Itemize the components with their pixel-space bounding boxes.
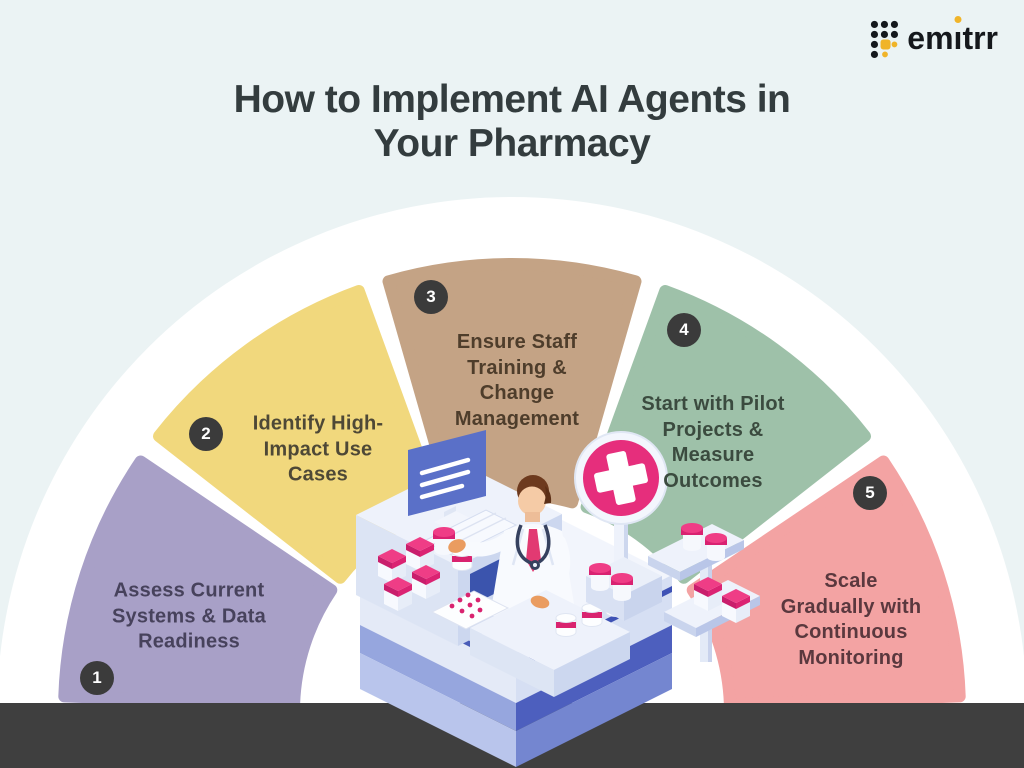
brand-wordmark: emıtrr bbox=[907, 22, 998, 54]
step-wedges bbox=[58, 258, 966, 711]
step-badge-5: 5 bbox=[853, 476, 887, 510]
pharmacist-hand bbox=[530, 595, 550, 609]
shelf-unit bbox=[648, 523, 760, 662]
step-badge-3: 3 bbox=[414, 280, 448, 314]
step-label-3: Ensure Staff Training & Change Managemen… bbox=[454, 330, 580, 430]
emitrr-logo-icon bbox=[871, 20, 899, 58]
step-badge-4: 4 bbox=[667, 313, 701, 347]
step-label-2: Identify High- Impact Use Cases bbox=[252, 412, 384, 486]
computer-monitor bbox=[408, 430, 486, 531]
wedge-step-1 bbox=[58, 455, 338, 711]
step-label-5: Scale Gradually with Continuous Monitori… bbox=[780, 569, 922, 669]
brand-logo: emıtrr bbox=[870, 20, 998, 60]
pill-blister-pack bbox=[430, 590, 510, 630]
pharmacy-sign bbox=[574, 431, 668, 621]
pharmacist bbox=[448, 475, 576, 616]
stethoscope bbox=[515, 524, 551, 565]
step-badge-1: 1 bbox=[80, 661, 114, 695]
wordmark-i: ı bbox=[953, 20, 963, 56]
step-label-4: Start with Pilot Projects & Measure Outc… bbox=[641, 392, 785, 492]
wordmark-part: em bbox=[907, 20, 954, 56]
front-counter-slab bbox=[470, 590, 630, 697]
step-label-1: Assess Current Systems & Data Readiness bbox=[112, 579, 266, 653]
pharmacy-illustration bbox=[356, 430, 760, 767]
step-badge-2: 2 bbox=[189, 417, 223, 451]
page-title: How to Implement AI Agents in Your Pharm… bbox=[233, 78, 791, 165]
wordmark-part: trr bbox=[962, 20, 998, 56]
